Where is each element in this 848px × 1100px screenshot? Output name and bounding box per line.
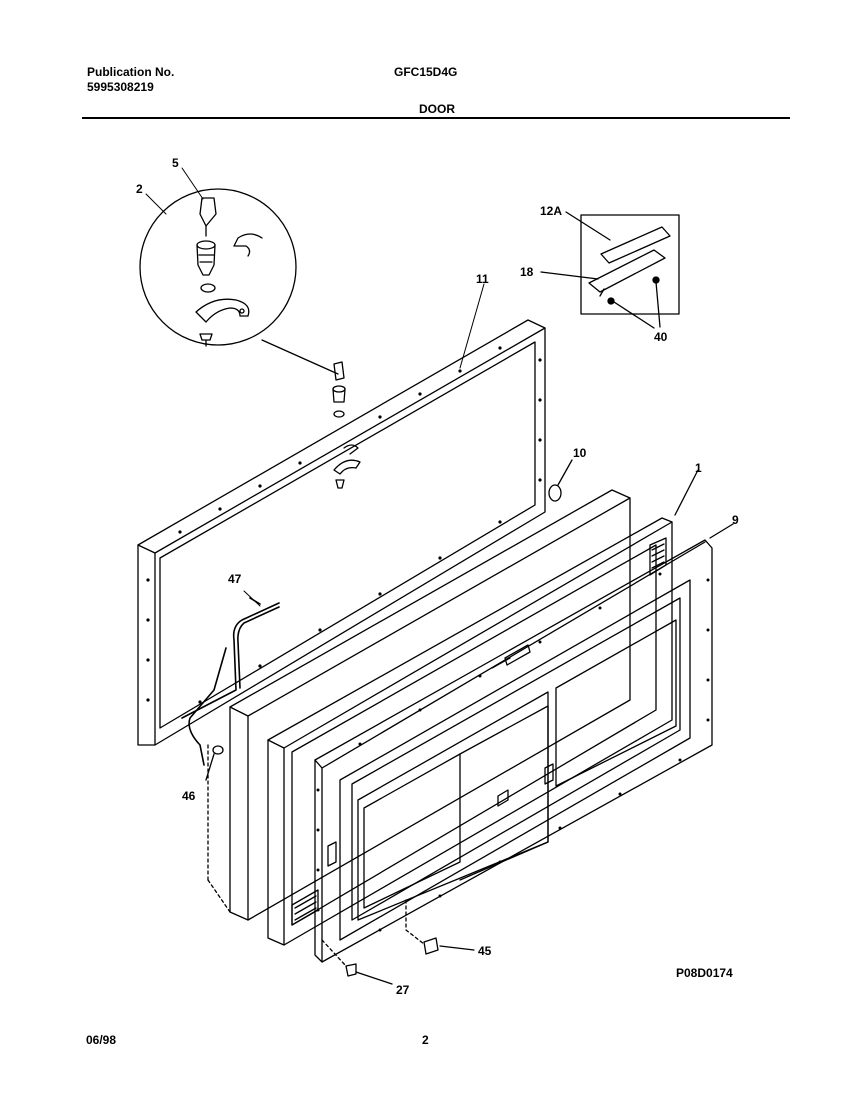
stop-45 bbox=[405, 899, 475, 955]
hinge-on-door bbox=[332, 361, 361, 489]
leader-11 bbox=[459, 283, 485, 369]
publication-number: 5995308219 bbox=[87, 80, 154, 94]
header-rule bbox=[82, 117, 790, 119]
callout-2: 2 bbox=[136, 182, 143, 196]
callout-12a: 12A bbox=[540, 204, 562, 218]
model-number: GFC15D4G bbox=[394, 65, 458, 79]
hinge-detail-circle bbox=[139, 188, 339, 375]
callout-10: 10 bbox=[573, 446, 587, 460]
publication-label: Publication No. bbox=[87, 65, 175, 79]
figure-code: P08D0174 bbox=[676, 966, 733, 980]
callout-9: 9 bbox=[732, 513, 739, 527]
section-title: DOOR bbox=[419, 102, 455, 116]
handle-detail-box bbox=[540, 211, 680, 329]
screw-27 bbox=[321, 939, 393, 985]
page-number: 2 bbox=[422, 1033, 429, 1047]
plug-10 bbox=[548, 459, 573, 502]
wire-47 bbox=[181, 597, 280, 766]
leader-47 bbox=[243, 590, 261, 607]
callout-45: 45 bbox=[478, 944, 492, 958]
callout-18: 18 bbox=[520, 265, 534, 279]
leader-2 bbox=[145, 193, 167, 215]
callout-1: 1 bbox=[695, 461, 702, 475]
inner-liner-9 bbox=[314, 523, 734, 963]
liner-frame-11 bbox=[137, 319, 546, 746]
leader-5 bbox=[181, 167, 204, 200]
callout-40: 40 bbox=[654, 330, 668, 344]
footer-date: 06/98 bbox=[86, 1033, 117, 1047]
outer-door-1 bbox=[267, 469, 699, 946]
callout-46: 46 bbox=[182, 789, 196, 803]
callout-11: 11 bbox=[476, 272, 489, 286]
insulation-panel bbox=[207, 489, 631, 921]
screw-46 bbox=[205, 745, 224, 781]
callout-27: 27 bbox=[396, 983, 410, 997]
callout-47: 47 bbox=[228, 572, 242, 586]
callout-5: 5 bbox=[172, 156, 179, 170]
